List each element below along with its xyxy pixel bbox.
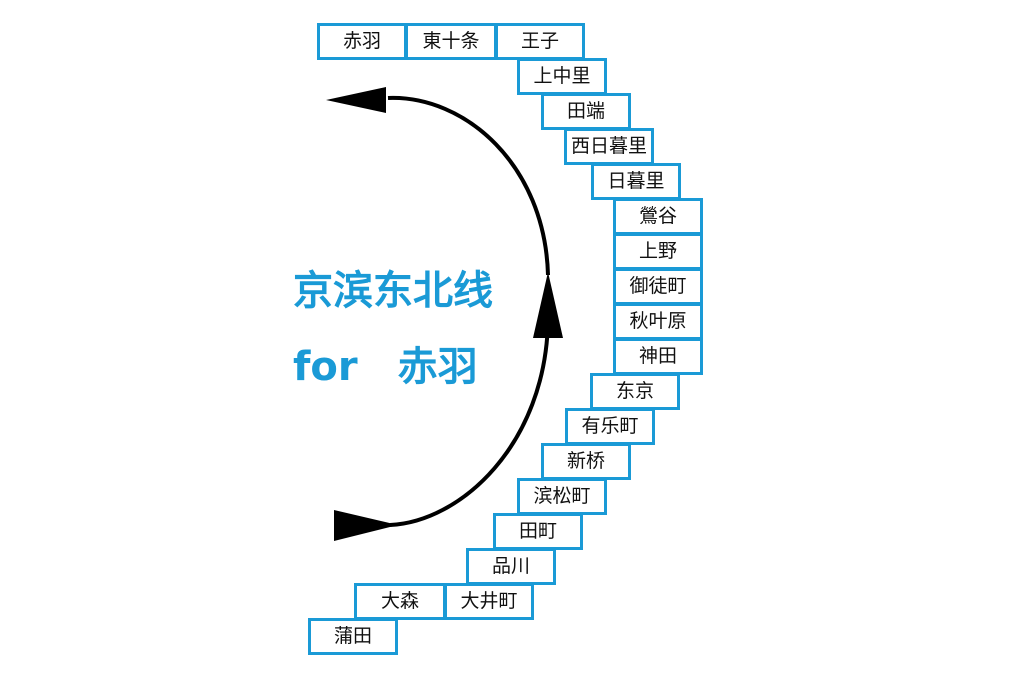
middle-arrowhead-icon xyxy=(533,272,563,338)
station-tokyo: 东京 xyxy=(590,373,680,410)
station-nippori: 日暮里 xyxy=(591,163,681,200)
direction-title: for 赤羽 xyxy=(293,344,478,390)
station-nishi-nippori: 西日暮里 xyxy=(564,128,654,165)
station-higashi-jujo: 東十条 xyxy=(405,23,497,60)
station-shimbashi: 新桥 xyxy=(541,443,631,480)
station-tamachi: 田町 xyxy=(493,513,583,550)
upper-arc-arrow xyxy=(387,95,550,276)
station-omori: 大森 xyxy=(354,583,446,620)
station-yurakucho: 有乐町 xyxy=(565,408,655,445)
station-uguisudani: 鶯谷 xyxy=(613,198,703,235)
lower-arc-arrow xyxy=(389,319,550,527)
station-akihabara: 秋叶原 xyxy=(613,303,703,340)
station-kamata: 蒲田 xyxy=(308,618,398,655)
lower-arrowhead-icon xyxy=(334,510,398,541)
station-shinagawa: 品川 xyxy=(466,548,556,585)
station-akabane: 赤羽 xyxy=(317,23,407,60)
station-oimachi: 大井町 xyxy=(444,583,534,620)
line-name-title: 京滨东北线 xyxy=(293,268,493,314)
upper-arrowhead-icon xyxy=(326,87,386,113)
station-tabata: 田端 xyxy=(541,93,631,130)
station-ueno: 上野 xyxy=(613,233,703,270)
station-okachimachi: 御徒町 xyxy=(613,268,703,305)
station-hamamatsucho: 滨松町 xyxy=(517,478,607,515)
station-kami-nakazato: 上中里 xyxy=(517,58,607,95)
station-kanda: 神田 xyxy=(613,338,703,375)
station-oji: 王子 xyxy=(495,23,585,60)
